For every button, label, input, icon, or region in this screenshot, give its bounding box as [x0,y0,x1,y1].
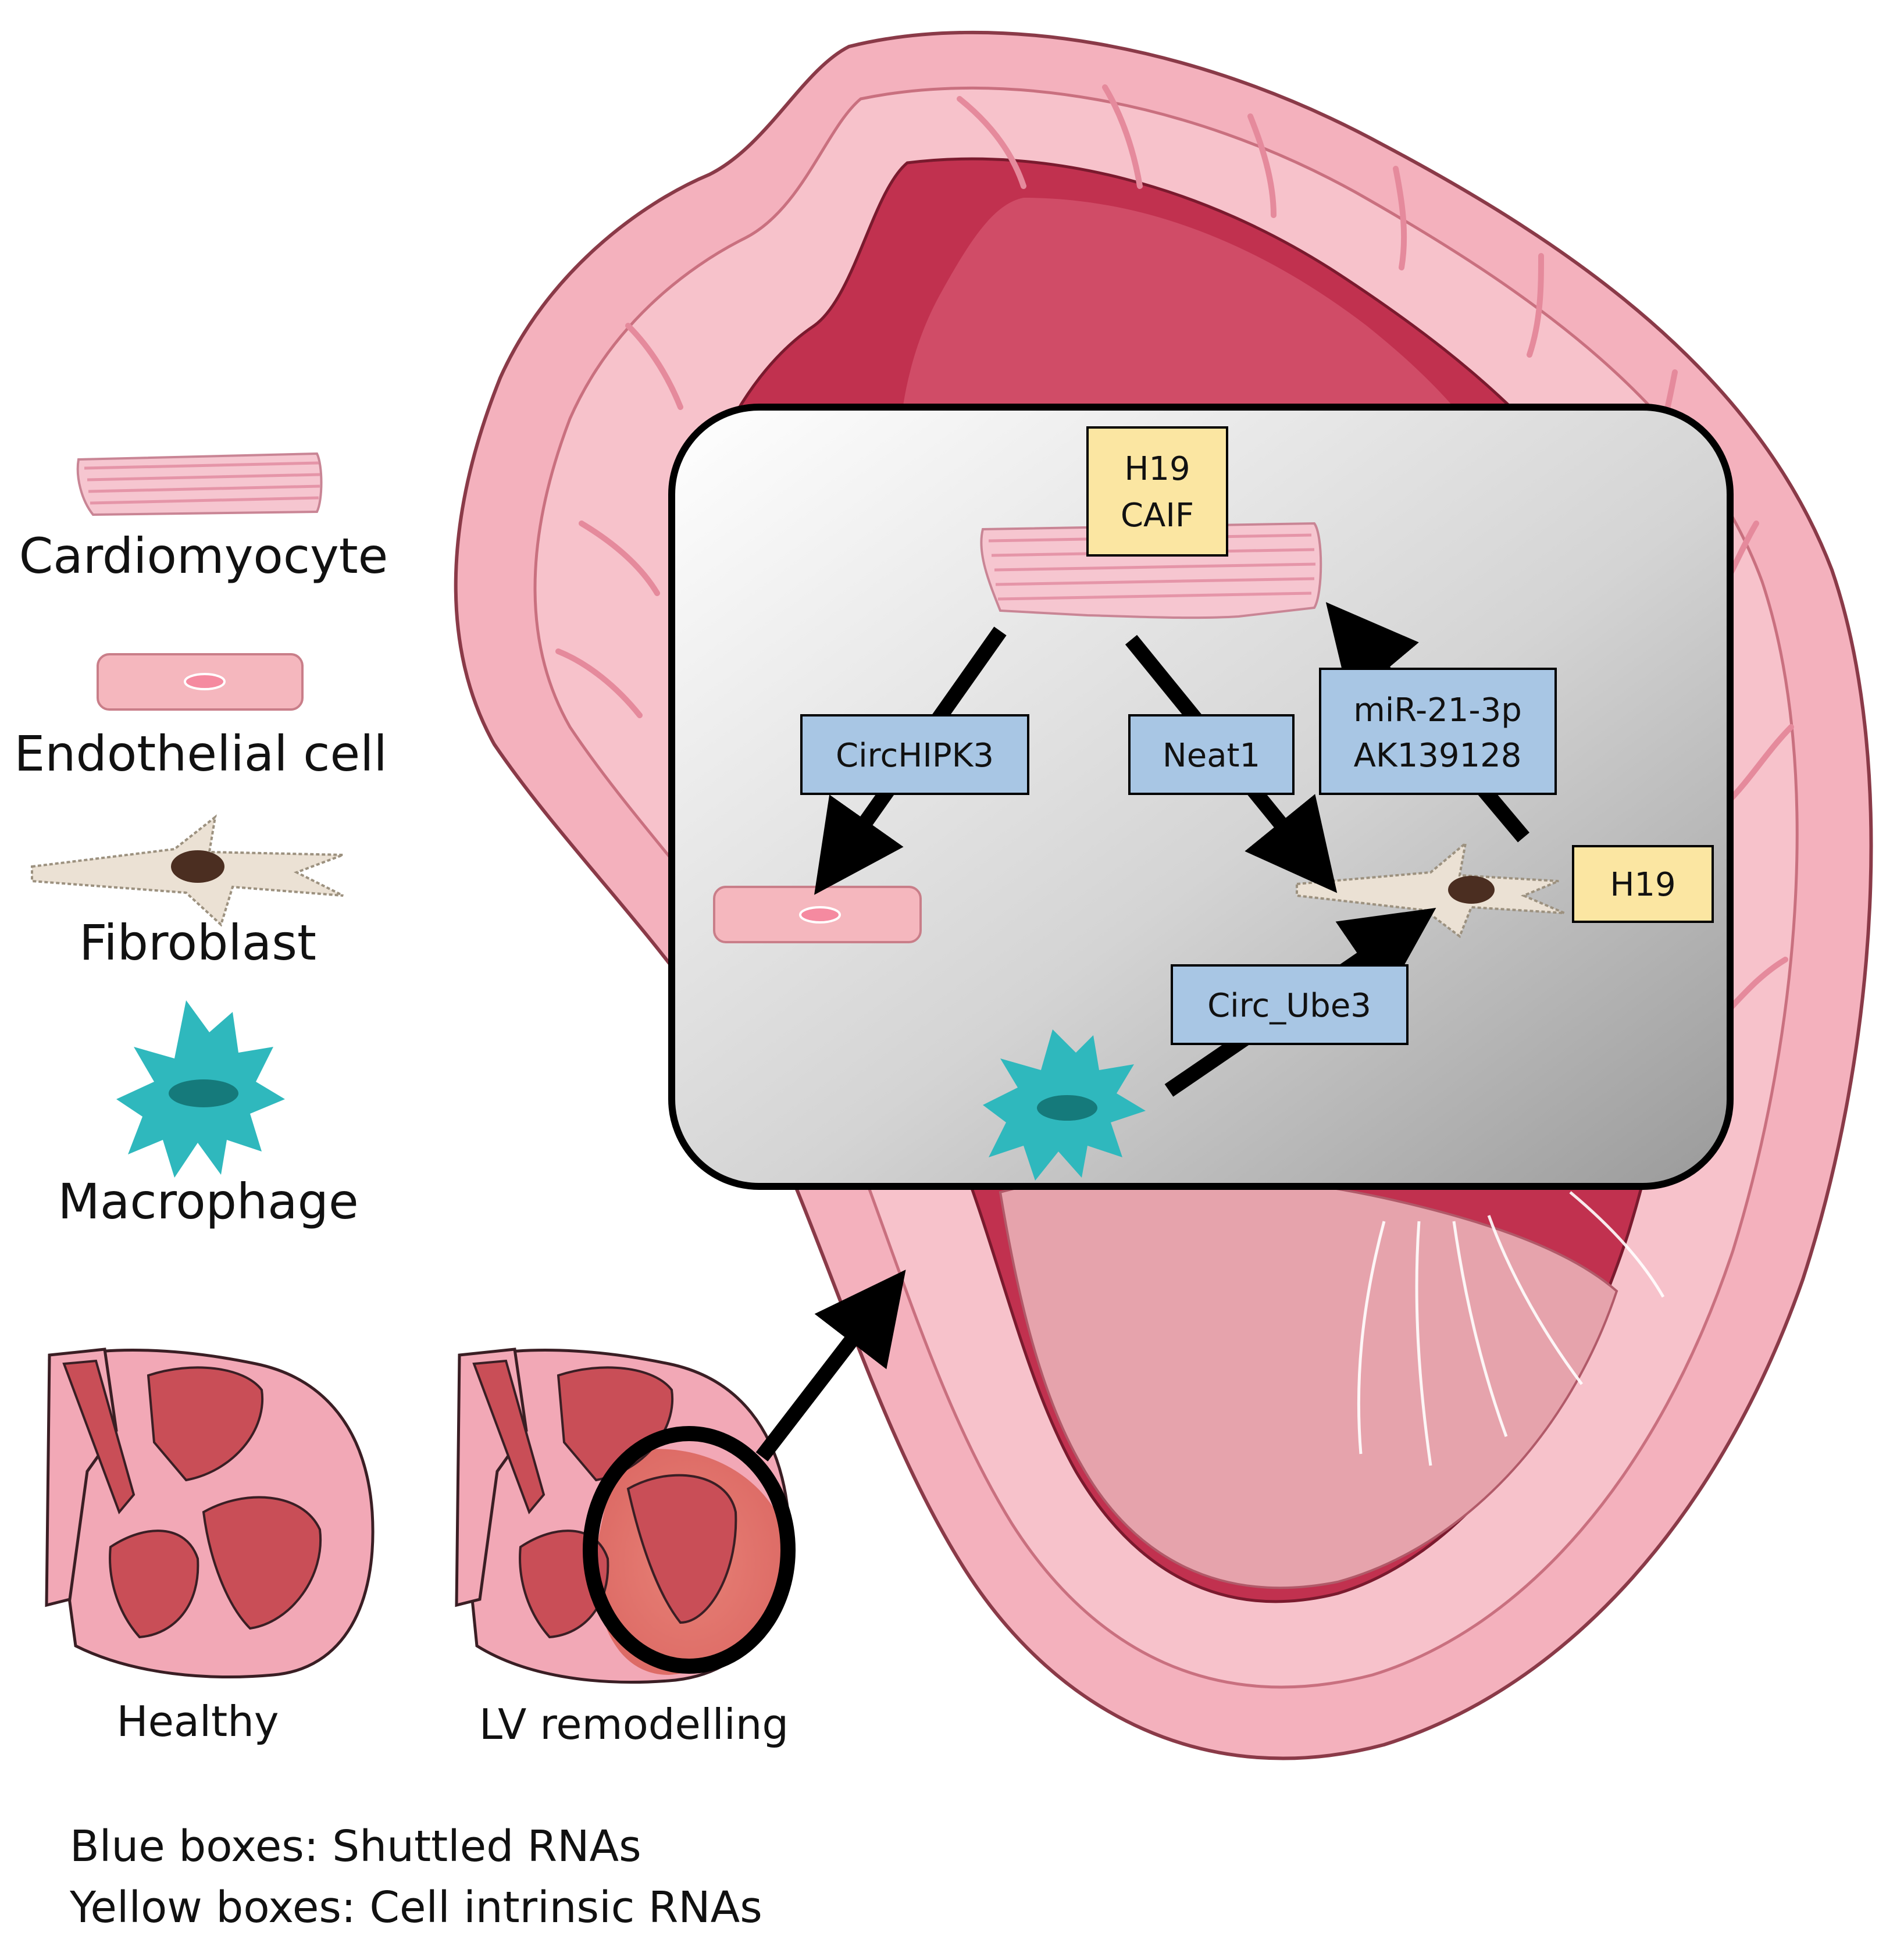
box-fibro-intrinsic-label: H19 [1610,866,1675,904]
box-fibro-intrinsic: H19 [1572,845,1714,923]
box-mir21-line-1: miR-21-3p [1353,691,1522,729]
legend-fibroblast-label: Fibroblast [79,914,316,971]
note-blue-boxes: Blue boxes: Shuttled RNAs [70,1821,641,1871]
panel-cardiomyocyte [980,522,1322,619]
inset-panel [668,404,1734,1190]
panel-macrophage [983,1029,1146,1181]
box-circhipk3-label: CircHIPK3 [836,737,994,775]
box-neat1-label: Neat1 [1163,737,1260,775]
zoom-arrow [755,1270,906,1461]
legend-macrophage-icon [116,1000,285,1178]
box-circ-ube3: Circ_Ube3 [1171,964,1409,1045]
legend-endothelial-label: Endothelial cell [14,725,387,782]
legend-endothelial-icon [97,653,304,711]
legend-fibroblast-icon [31,814,344,927]
box-neat1: Neat1 [1128,714,1295,795]
panel-fibroblast [1296,840,1565,939]
healthy-label: Healthy [116,1697,279,1746]
box-cardio-intrinsic-line-1: H19 [1124,450,1190,488]
remodelling-label: LV remodelling [479,1700,789,1749]
note-yellow-boxes: Yellow boxes: Cell intrinsic RNAs [69,1883,762,1933]
healthy-heart [45,1347,375,1678]
chordae-lines [1357,1191,1665,1466]
zoom-circle [583,1426,796,1674]
box-mir21: miR-21-3p AK139128 [1319,668,1557,795]
legend-macrophage-label: Macrophage [58,1173,358,1230]
box-circ-ube3-label: Circ_Ube3 [1207,987,1371,1025]
legend-cardiomyocyte-label: Cardiomyocyte [19,527,388,584]
box-cardio-intrinsic: H19 CAIF [1086,426,1228,557]
legend-cardiomyocyte-icon [76,452,323,516]
box-cardio-intrinsic-line-2: CAIF [1121,497,1194,534]
legend: Cardiomyocyte Endothelial cell Fibroblas… [14,452,388,1230]
box-mir21-line-2: AK139128 [1354,737,1522,775]
panel-endothelial-cell [713,886,922,943]
box-circhipk3: CircHIPK3 [800,714,1029,795]
